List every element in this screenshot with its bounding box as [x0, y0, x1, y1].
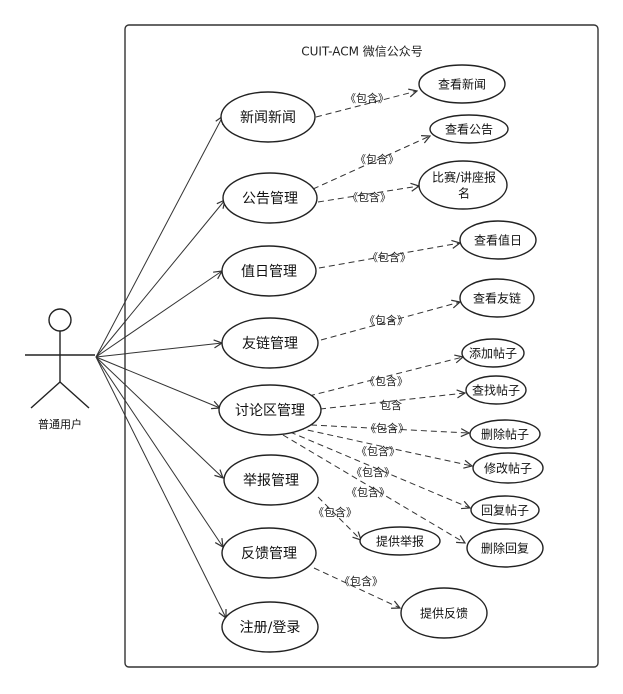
rel-label-forum-edit: 《包含》: [356, 444, 400, 458]
rel-label-links-view: 《包含》: [364, 313, 408, 327]
rel-label-announce-view: 《包含》: [355, 152, 399, 166]
include-announce-contest: [317, 186, 419, 203]
actor-right-leg: [59, 381, 90, 409]
include-feedback-submit: [313, 567, 400, 608]
include-forum-find: [319, 393, 465, 410]
use-case-feedback: 反馈管理: [221, 527, 317, 579]
sub-case-delete-reply-label: 删除回复: [481, 541, 529, 556]
use-case-links-label: 友链管理: [242, 336, 298, 352]
rel-label-forum-delete-reply: 《包含》: [346, 485, 390, 499]
sub-case-view-announce: 查看公告: [429, 114, 509, 144]
assoc-duty: [95, 271, 222, 358]
include-forum-delete-reply: [282, 434, 465, 543]
use-case-feedback-label: 反馈管理: [241, 546, 297, 562]
sub-case-submit-feedback: 提供反馈: [400, 587, 488, 639]
include-news-view: [315, 91, 417, 118]
include-links: [282, 91, 472, 608]
assoc-news: [95, 116, 223, 358]
rel-label-forum-reply: 《包含》: [351, 465, 395, 479]
sub-case-view-links-label: 查看友链: [473, 291, 521, 306]
assoc-report: [95, 356, 223, 478]
include-announce-view: [312, 136, 430, 190]
include-forum-delete: [310, 424, 469, 433]
rel-label-forum-find: 包含: [380, 398, 402, 412]
sub-case-find-post-label: 查找帖子: [472, 383, 520, 398]
rel-label-forum-delete: 《包含》: [365, 421, 409, 435]
actor-user: 普通用户: [25, 308, 95, 431]
sub-case-delete-post-label: 删除帖子: [481, 427, 529, 442]
sub-case-contest-line1: 比赛/讲座报: [432, 170, 496, 185]
include-report-submit: [317, 496, 361, 540]
sub-case-add-post: 添加帖子: [461, 338, 525, 368]
sub-case-reply-post: 回复帖子: [470, 495, 540, 525]
sub-case-submit-report: 提供举报: [359, 526, 441, 556]
use-case-announce-label: 公告管理: [242, 191, 298, 207]
sub-case-edit-post: 修改帖子: [472, 452, 544, 484]
sub-case-reply-post-label: 回复帖子: [481, 503, 529, 518]
use-case-forum-label: 讨论区管理: [235, 403, 305, 419]
assoc-register: [95, 356, 226, 618]
use-case-report-label: 举报管理: [243, 473, 299, 489]
actor-head: [48, 308, 72, 332]
use-case-register: 注册/登录: [221, 601, 319, 653]
include-forum-reply: [289, 431, 470, 508]
use-case-register-label: 注册/登录: [240, 620, 301, 636]
actor-label: 普通用户: [38, 417, 82, 431]
system-title: CUIT-ACM 微信公众号: [301, 45, 423, 59]
assoc-links: [95, 343, 222, 358]
rel-label-feedback-submit: 《包含》: [339, 574, 383, 588]
sub-case-view-duty: 查看值日: [459, 220, 537, 260]
use-case-news: 新闻新闻: [220, 91, 316, 143]
sub-case-view-announce-label: 查看公告: [445, 123, 493, 137]
sub-case-delete-post: 删除帖子: [469, 419, 541, 449]
include-forum-add: [308, 357, 463, 397]
use-case-news-label: 新闻新闻: [240, 110, 296, 126]
use-case-duty: 值日管理: [221, 245, 317, 297]
rel-label-forum-add: 《包含》: [364, 374, 408, 388]
sub-case-add-post-label: 添加帖子: [469, 346, 517, 361]
use-case-duty-label: 值日管理: [241, 264, 297, 280]
sub-case-contest-line2: 名: [458, 186, 470, 201]
sub-case-submit-feedback-label: 提供反馈: [420, 606, 468, 621]
sub-case-edit-post-label: 修改帖子: [484, 461, 532, 476]
rel-label-report-submit: 《包含》: [313, 505, 357, 519]
use-case-links: 友链管理: [221, 317, 319, 369]
rel-label-news-view: 《包含》: [345, 91, 389, 105]
sub-case-contest: 比赛/讲座报 名: [418, 160, 508, 210]
sub-case-view-news-label: 查看新闻: [438, 77, 486, 92]
sub-case-view-duty-label: 查看值日: [474, 233, 522, 248]
sub-case-find-post: 查找帖子: [465, 375, 527, 405]
system-boundary: [124, 24, 599, 668]
assoc-forum: [95, 356, 220, 408]
rel-label-duty-view: 《包含》: [367, 250, 411, 264]
use-case-announce: 公告管理: [222, 172, 318, 224]
sub-case-view-news: 查看新闻: [418, 64, 506, 104]
assoc-feedback: [95, 356, 223, 547]
sub-case-view-links: 查看友链: [459, 278, 535, 318]
include-links-view: [320, 302, 460, 341]
assoc-announce: [95, 200, 225, 358]
actor-left-leg: [30, 381, 61, 409]
use-case-report: 举报管理: [223, 454, 319, 506]
include-duty-view: [318, 243, 460, 269]
relation-labels: 《包含》 《包含》 《包含》 《包含》 《包含》 《包含》 包含 《包含》 《包…: [313, 91, 411, 588]
rel-label-announce-contest: 《包含》: [347, 190, 391, 204]
sub-case-submit-report-label: 提供举报: [376, 534, 424, 549]
sub-case-delete-reply: 删除回复: [466, 528, 544, 568]
use-case-forum: 讨论区管理: [218, 384, 322, 436]
actor-associations: [95, 116, 226, 618]
